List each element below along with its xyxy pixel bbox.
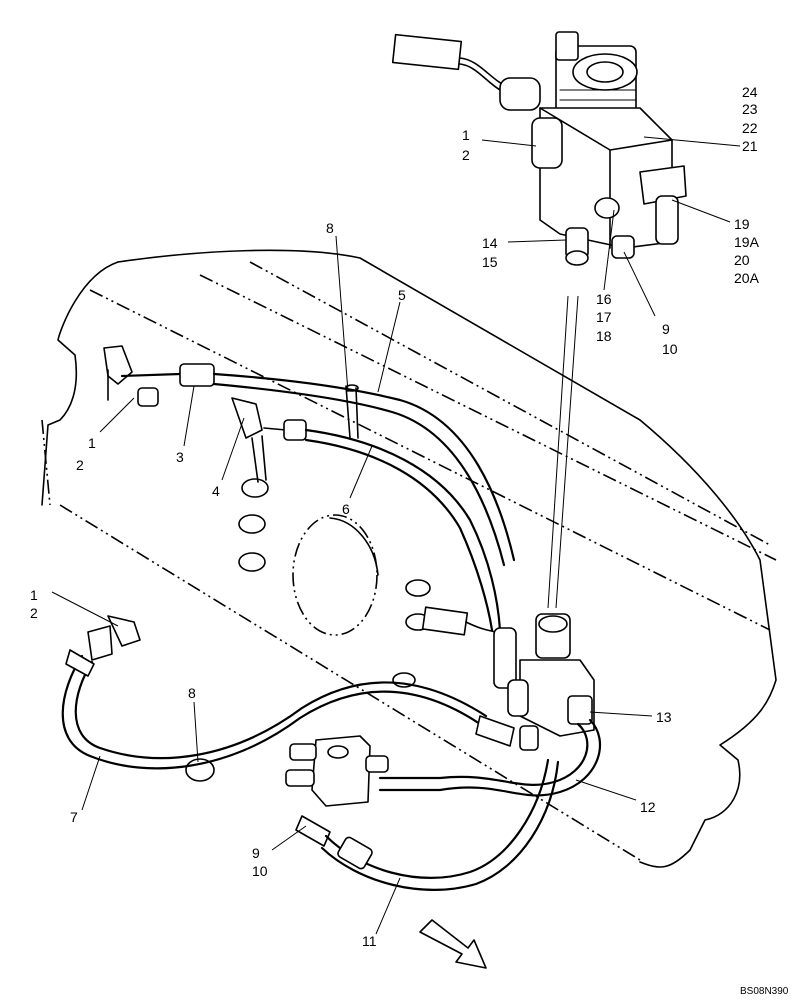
- callout-22: 22: [742, 120, 758, 136]
- callout-7: 7: [70, 809, 78, 825]
- callout-21: 21: [742, 138, 758, 154]
- callout-13: 13: [656, 709, 672, 725]
- plate-centerline-a: [89, 289, 771, 631]
- callout-1-low: 1: [30, 587, 38, 603]
- projection-lines: [547, 295, 579, 609]
- callout-14: 14: [482, 235, 498, 251]
- lower-hose-group: [61, 615, 602, 891]
- plate-centerline-c: [249, 261, 771, 546]
- callout-18: 18: [596, 328, 612, 344]
- callout-10-top: 10: [662, 341, 678, 357]
- callout-5: 5: [398, 287, 406, 303]
- callout-3: 3: [176, 449, 184, 465]
- callout-2-low: 2: [30, 605, 38, 621]
- callout-10-low: 10: [252, 863, 268, 879]
- upper-hose-group: [103, 345, 516, 632]
- callout-9-low: 9: [252, 845, 260, 861]
- leader-lines: [51, 136, 741, 935]
- callout-20: 20: [734, 252, 750, 268]
- lower-connector-plug: [421, 606, 469, 636]
- callout-6: 6: [342, 501, 350, 517]
- drawing-reference-code: BS08N390: [740, 986, 789, 997]
- callout-4: 4: [212, 483, 220, 499]
- forward-direction-arrow: [419, 919, 487, 969]
- callout-9-top: 9: [662, 321, 670, 337]
- lower-solenoid-valve: [421, 606, 595, 751]
- top-connector-plug: [391, 33, 463, 71]
- plate-centerline-b: [199, 274, 777, 561]
- mounting-holes: [238, 478, 431, 688]
- callout-20a: 20A: [734, 270, 760, 286]
- callout-17: 17: [596, 309, 612, 325]
- top-solenoid-valve: [391, 31, 687, 266]
- callout-19a: 19A: [734, 234, 760, 250]
- callout-2-top: 2: [462, 147, 470, 163]
- chassis-plate: [41, 249, 777, 868]
- callout-8-low: 8: [188, 685, 196, 701]
- callout-1-top: 1: [462, 127, 470, 143]
- valve-body: [539, 107, 673, 249]
- callout-15: 15: [482, 254, 498, 270]
- callout-23: 23: [742, 101, 758, 117]
- hose-3-fitting: [179, 363, 215, 387]
- callout-labels: 24 23 22 21 19 19A 20 20A 1 2 14 15 16 1…: [30, 84, 760, 949]
- callout-24: 24: [742, 84, 758, 100]
- callout-19: 19: [734, 216, 750, 232]
- plate-centerline-lower: [59, 504, 641, 861]
- plate-center-hole: [292, 514, 378, 636]
- callout-11: 11: [362, 933, 377, 949]
- callout-1-mid: 1: [88, 435, 96, 451]
- manifold-block: [311, 735, 371, 807]
- callout-2-mid: 2: [76, 457, 84, 473]
- callout-16: 16: [596, 291, 612, 307]
- callout-12: 12: [640, 799, 656, 815]
- callout-8-top: 8: [326, 220, 334, 236]
